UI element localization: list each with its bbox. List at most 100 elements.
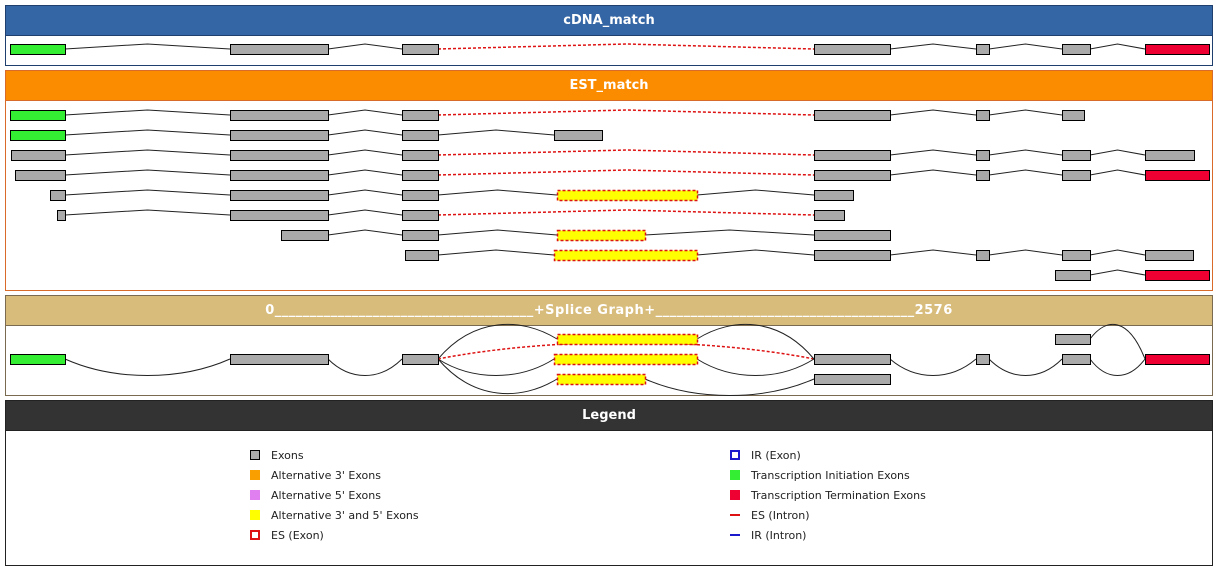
legend-header: Legend bbox=[6, 401, 1212, 431]
legend-label: ES (Exon) bbox=[271, 528, 324, 542]
exon bbox=[1062, 110, 1085, 121]
exon bbox=[814, 250, 891, 261]
intron bbox=[64, 129, 231, 136]
esintron-swatch-icon bbox=[730, 514, 740, 516]
legend-label: Alternative 3' and 5' Exons bbox=[271, 508, 419, 522]
exon bbox=[230, 170, 329, 181]
intron bbox=[64, 169, 231, 176]
splice-es-edge bbox=[437, 341, 815, 360]
intron bbox=[327, 43, 403, 50]
exon bbox=[402, 170, 439, 181]
cdna-track-canvas bbox=[10, 43, 1210, 55]
splice-edge bbox=[64, 358, 231, 376]
splice-edge bbox=[1089, 323, 1146, 360]
initiation-exon bbox=[10, 110, 66, 121]
exon bbox=[1055, 270, 1091, 281]
termination-exon bbox=[1145, 170, 1210, 181]
est-track-area bbox=[6, 101, 1212, 290]
exon bbox=[814, 44, 891, 55]
splice-edge bbox=[1089, 358, 1146, 376]
exon bbox=[976, 110, 990, 121]
exon bbox=[814, 190, 854, 201]
exon bbox=[1062, 150, 1091, 161]
exon bbox=[1062, 170, 1091, 181]
termination-exon bbox=[1145, 44, 1210, 55]
splice-edge bbox=[644, 378, 815, 396]
exon bbox=[402, 354, 439, 365]
legend-label: Alternative 3' Exons bbox=[271, 468, 381, 482]
splice-graph-panel: 0_____________________________________+S… bbox=[5, 295, 1213, 396]
exon bbox=[230, 110, 329, 121]
exon bbox=[11, 150, 66, 161]
intron bbox=[696, 249, 815, 256]
intron bbox=[437, 249, 555, 256]
splice-edge bbox=[437, 358, 555, 376]
es-intron bbox=[437, 149, 815, 156]
est-track-canvas bbox=[10, 109, 1210, 281]
intron bbox=[64, 109, 231, 116]
intron bbox=[988, 149, 1063, 156]
intron bbox=[889, 109, 977, 116]
splice-graph-area bbox=[6, 323, 1212, 396]
intron bbox=[437, 129, 555, 136]
exon bbox=[405, 250, 439, 261]
exon bbox=[402, 110, 439, 121]
splice-edge bbox=[696, 323, 815, 360]
intron bbox=[1089, 249, 1146, 256]
intron bbox=[327, 209, 403, 216]
legend-item-term: Transcription Termination Exons bbox=[730, 485, 926, 505]
exon bbox=[814, 230, 891, 241]
alt-3-5-es-exon bbox=[556, 333, 699, 346]
exon bbox=[814, 150, 891, 161]
exon bbox=[402, 150, 439, 161]
intron bbox=[64, 189, 231, 196]
alt-3-5-es-exon bbox=[553, 249, 699, 262]
intron bbox=[327, 109, 403, 116]
intron bbox=[327, 229, 403, 236]
exon bbox=[402, 44, 439, 55]
cdna-track-area bbox=[6, 36, 1212, 65]
intron bbox=[437, 189, 558, 196]
exon bbox=[402, 130, 439, 141]
legend-item-alt3: Alternative 3' Exons bbox=[250, 465, 419, 485]
exon bbox=[230, 44, 329, 55]
legend-label: Transcription Initiation Exons bbox=[751, 468, 910, 482]
intron bbox=[889, 169, 977, 176]
intron bbox=[1089, 169, 1146, 176]
exon bbox=[554, 130, 603, 141]
es-intron bbox=[437, 169, 815, 176]
exon bbox=[230, 354, 329, 365]
splice-graph-canvas bbox=[10, 323, 1210, 396]
splice-graph-header: 0_____________________________________+S… bbox=[6, 296, 1212, 326]
exon bbox=[814, 374, 891, 385]
alt3-swatch-icon bbox=[250, 470, 260, 480]
alt-3-5-es-exon bbox=[556, 189, 699, 202]
intron bbox=[64, 209, 231, 216]
exon bbox=[814, 110, 891, 121]
intron bbox=[889, 249, 977, 256]
exon bbox=[15, 170, 66, 181]
exon bbox=[230, 190, 329, 201]
splice-edge bbox=[327, 358, 403, 376]
legend-item-exon: Exons bbox=[250, 445, 419, 465]
alt-3-5-es-exon bbox=[556, 373, 647, 386]
cdna-match-header: cDNA_match bbox=[6, 6, 1212, 36]
exon bbox=[1145, 250, 1194, 261]
termination-exon bbox=[1145, 270, 1210, 281]
exon bbox=[976, 44, 990, 55]
termination-exon bbox=[1145, 354, 1210, 365]
est-match-panel: EST_match bbox=[5, 70, 1213, 291]
exon bbox=[814, 354, 891, 365]
splice-edge bbox=[889, 358, 977, 376]
legend-item-alt5: Alternative 5' Exons bbox=[250, 485, 419, 505]
legend-item-irintron: IR (Intron) bbox=[730, 525, 926, 545]
legend-item-irexon: IR (Exon) bbox=[730, 445, 926, 465]
intron bbox=[437, 229, 558, 236]
initiation-exon bbox=[10, 130, 66, 141]
exon bbox=[1055, 334, 1091, 345]
initiation-exon bbox=[10, 44, 66, 55]
splice-edge bbox=[988, 358, 1063, 376]
